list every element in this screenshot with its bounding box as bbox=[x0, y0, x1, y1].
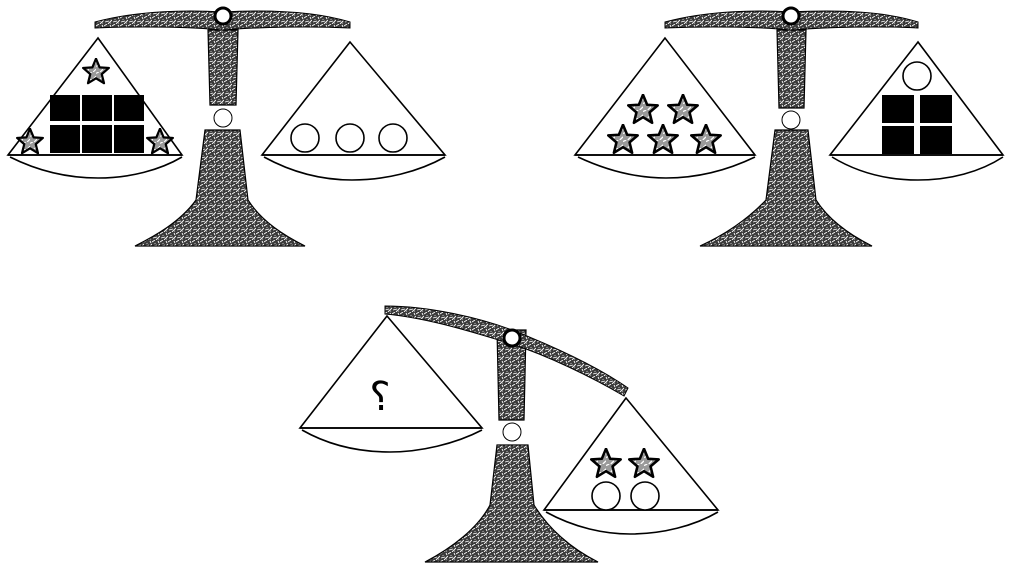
scale-3-joint bbox=[503, 423, 521, 441]
scale-1-pivot bbox=[215, 8, 231, 24]
square-icon bbox=[50, 95, 80, 121]
circle-icon bbox=[903, 62, 931, 90]
scale-2-left-pan bbox=[575, 38, 755, 178]
square-icon bbox=[82, 125, 112, 153]
unknown-weight-label: ؟ bbox=[369, 374, 390, 420]
scale-2-joint bbox=[782, 111, 800, 129]
scale-1-left-pan bbox=[8, 38, 182, 178]
scale-1 bbox=[8, 8, 445, 246]
circle-icon bbox=[379, 124, 407, 152]
circle-icon bbox=[336, 124, 364, 152]
scale-3-right-pan bbox=[544, 398, 718, 534]
square-icon bbox=[82, 95, 112, 121]
square-icon bbox=[882, 126, 914, 154]
scale-2 bbox=[575, 8, 1003, 246]
square-icon bbox=[882, 95, 914, 123]
scale-2-pivot bbox=[783, 8, 799, 24]
square-icon bbox=[114, 125, 144, 153]
scale-1-joint bbox=[214, 109, 232, 127]
circle-icon bbox=[291, 124, 319, 152]
scale-2-post bbox=[777, 30, 806, 108]
scale-3-pivot bbox=[504, 330, 520, 346]
scale-3-left-pan: ؟ bbox=[300, 316, 482, 452]
square-icon bbox=[920, 95, 952, 123]
square-icon bbox=[114, 95, 144, 121]
square-icon bbox=[920, 126, 952, 154]
circle-icon bbox=[592, 482, 620, 510]
scale-2-right-pan bbox=[830, 42, 1003, 180]
square-icon bbox=[50, 125, 80, 153]
scale-1-post bbox=[208, 30, 238, 105]
circle-icon bbox=[631, 482, 659, 510]
scale-3: ؟ bbox=[300, 306, 718, 562]
scale-1-right-pan bbox=[262, 42, 445, 180]
